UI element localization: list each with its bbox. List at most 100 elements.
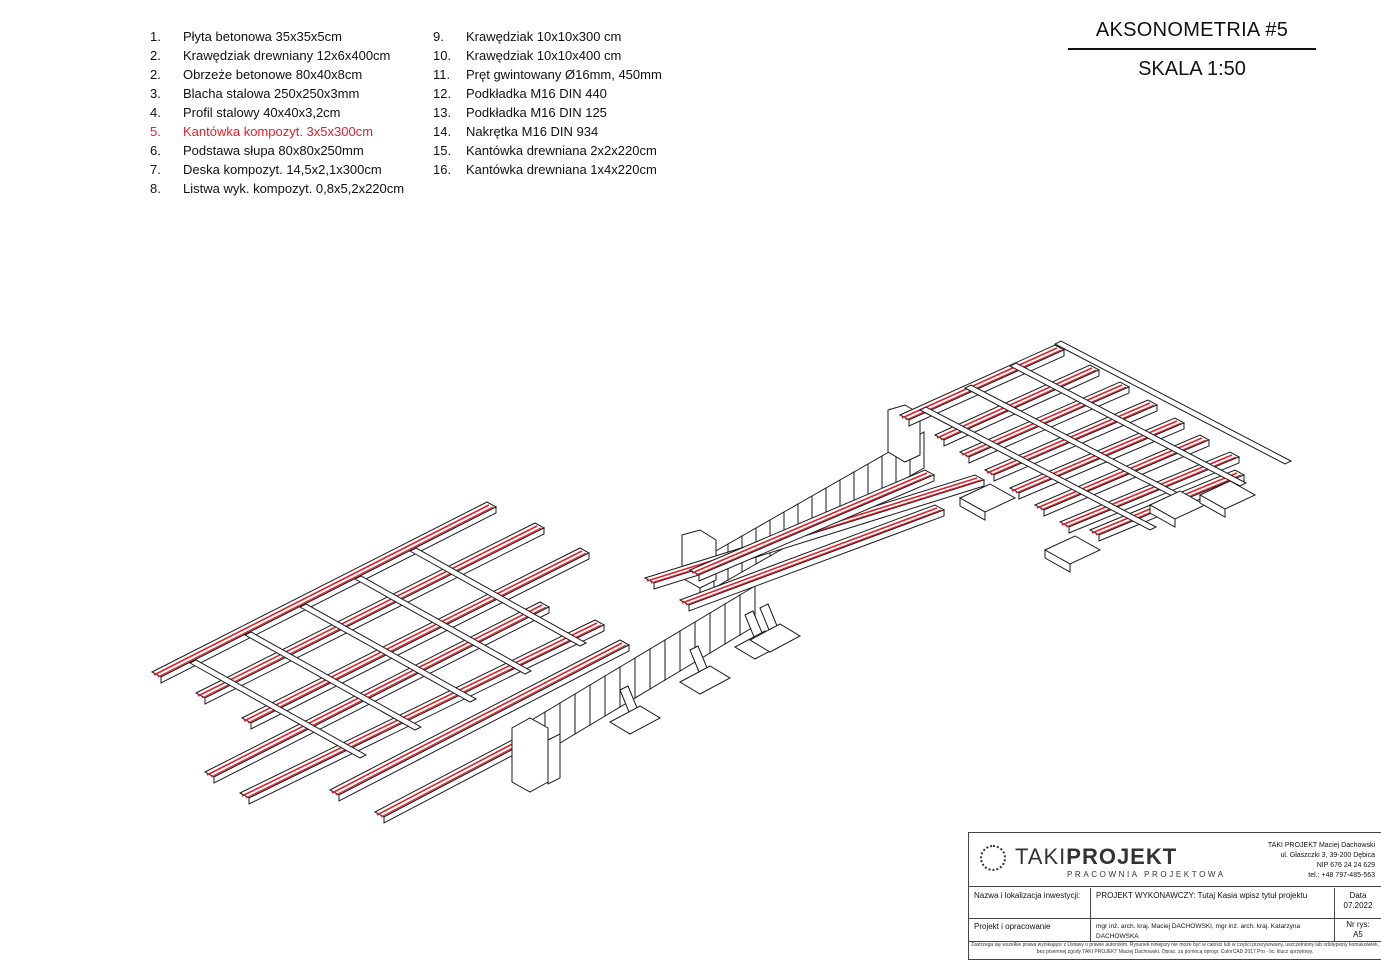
left-deck-board-0-red-edge	[153, 504, 490, 676]
wall-end-post	[511, 717, 549, 793]
date-cell: Data 07.2022	[1335, 888, 1381, 918]
wall-block-8	[634, 648, 651, 699]
legend-number: 5.	[150, 124, 161, 139]
office-address: ul. Głaszczki 3, 39-200 Dębica	[1280, 852, 1375, 859]
right-deck-joist-3	[1053, 340, 1293, 465]
walkway-board-2-red-edge-2	[695, 474, 932, 576]
bracket-base-plate-0	[608, 705, 662, 735]
stamp-header: TAKIPROJEKT PRACOWNIA PROJEKTOWA TAKI PR…	[969, 833, 1381, 887]
stamp-row-project: Nazwa i lokalizacja inwestycji: PROJEKT …	[969, 888, 1381, 919]
wall-block-13	[709, 603, 726, 654]
left-deck-joist-0	[188, 659, 368, 759]
footing-side-1	[1149, 504, 1176, 528]
legend-text: Deska kompozyt. 14,5x2,1x300cm	[183, 162, 382, 177]
legend-item: 11.Pręt gwintowany Ø16mm, 450mm	[433, 65, 662, 84]
logo-subtitle: PRACOWNIA PROJEKTOWA	[1067, 870, 1226, 879]
legend-item: 13. Podkładka M16 DIN 125	[433, 103, 662, 122]
legend-number: 13.	[433, 105, 452, 120]
date-value: 07.2022	[1343, 901, 1373, 910]
left-deck-board-0-red-edge-2	[157, 506, 494, 678]
walkway-board-1-red-edge	[681, 507, 938, 604]
right-deck-board-5-side	[1043, 439, 1210, 517]
office-name: TAKI PROJEKT Maciej Dachowski	[1267, 842, 1375, 849]
wall-end-post-side	[547, 733, 561, 785]
office-nip: NIP 676 24 24 629	[1316, 862, 1375, 869]
logo-text-light: TAKI	[1015, 844, 1067, 869]
sheet-cell: Nr rys: A5	[1335, 919, 1381, 941]
right-deck-joist-0	[918, 406, 1158, 531]
legend-item: 4.Profil stalowy 40x40x3,2cm	[150, 103, 404, 122]
left-deck-board-1-red-edge-2	[201, 527, 542, 699]
left-deck-board-4-side	[248, 624, 605, 805]
wall-block-4	[574, 684, 591, 735]
legend-item: 14.Nakrętka M16 DIN 934	[433, 122, 662, 141]
legend-item: 10.Krawędziak 10x10x400 cm	[433, 46, 662, 65]
legend-number: 14.	[433, 124, 452, 139]
legend-number: 16.	[433, 162, 452, 177]
drawing-title-block: AKSONOMETRIA #5 SKALA 1:50	[1068, 16, 1316, 82]
legend-number: 15.	[433, 143, 452, 158]
wall-block-10	[664, 630, 681, 681]
wall-block-11	[679, 621, 696, 672]
right-deck-board-0-red-edge	[901, 347, 1058, 419]
drawing-scale: SKALA 1:50	[1138, 58, 1246, 80]
stamp-row-design: Projekt i opracowanie mgr inż. arch. kra…	[969, 919, 1381, 942]
walkway-board-2-side	[698, 474, 935, 582]
legend-item: 15. Kantówka drewniana 2x2x220cm	[433, 141, 662, 160]
legend-text: Blacha stalowa 250x250x3mm	[183, 86, 360, 101]
project-title: PROJEKT WYKONAWCZY: Tutaj Kasia wpisz ty…	[1091, 888, 1335, 918]
bracket-base-plate-1	[678, 665, 732, 695]
legend-number: 2.	[150, 67, 161, 82]
footing-side-2	[959, 497, 986, 521]
right-deck-board-0-red-edge-2	[905, 349, 1062, 421]
legend-text: Profil stalowy 40x40x3,2cm	[183, 105, 341, 120]
legend-item: 6.Podstawa słupa 80x80x250mm	[150, 141, 404, 160]
walkway-board-1-side	[688, 509, 945, 612]
investment-label: Nazwa i lokalizacja inwestycji:	[969, 888, 1091, 918]
wall-block-9	[649, 639, 666, 690]
right-deck-joist-2	[1008, 362, 1248, 487]
wall-block-14	[724, 594, 741, 645]
legend-number: 2.	[150, 48, 161, 63]
legend-number: 12.	[433, 86, 452, 101]
walkway-board-1-red-edge-2	[685, 509, 942, 606]
legend-text: Kantówka drewniana 2x2x220cm	[466, 143, 657, 158]
legend-text: Kantówka kompozyt. 3x5x300cm	[183, 124, 374, 139]
office-info: TAKI PROJEKT Maciej Dachowski ul. Głaszc…	[1268, 841, 1375, 881]
left-deck-board-5-red-edge	[331, 642, 623, 794]
logo-text-bold: PROJEKT	[1066, 844, 1178, 869]
legend-text: Krawędziak 10x10x400 cm	[466, 48, 622, 63]
office-tel: tel.: +48 797-485-563	[1308, 872, 1375, 879]
left-deck-joist-3	[353, 575, 533, 675]
legend-number: 6.	[150, 143, 161, 158]
legend-text: Podkładka M16 DIN 440	[466, 86, 607, 101]
title-divider	[1068, 48, 1316, 50]
left-deck-board-2-red-edge	[243, 550, 583, 722]
design-label: Projekt i opracowanie	[969, 919, 1091, 941]
logo-ring-icon	[980, 845, 1006, 871]
company-logo: TAKIPROJEKT	[1015, 846, 1177, 868]
bracket-base-plate-3	[748, 623, 802, 653]
footing-side-3	[1199, 494, 1226, 518]
legend-text: Kantówka drewniana 1x4x220cm	[466, 162, 657, 177]
legend-number: 3.	[150, 86, 161, 101]
left-deck-joist-1	[243, 631, 423, 731]
left-deck-joist-4	[408, 547, 588, 647]
legend-text: Podkładka M16 DIN 125	[466, 105, 607, 120]
designers: mgr inż. arch. kraj. Maciej DACHOWSKI, m…	[1091, 919, 1335, 941]
legend-text: Płyta betonowa 35x35x5cm	[183, 29, 342, 44]
sheet-label: Nr rys:	[1346, 920, 1370, 929]
title-stamp: TAKIPROJEKT PRACOWNIA PROJEKTOWA TAKI PR…	[968, 832, 1381, 960]
left-deck-joist-2	[298, 603, 478, 703]
left-deck-board-1-red-edge	[197, 525, 538, 697]
legend-text: Listwa wyk. kompozyt. 0,8x5,2x220cm	[183, 181, 405, 196]
date-label: Data	[1349, 891, 1367, 900]
legend-item: 12. Podkładka M16 DIN 440	[433, 84, 662, 103]
drawing-title: AKSONOMETRIA #5	[1095, 19, 1289, 41]
legend-text: Pręt gwintowany Ø16mm, 450mm	[466, 67, 662, 82]
left-deck-board-3-red-edge	[206, 604, 543, 776]
legend-item: 7.Deska kompozyt. 14,5x2,1x300cm	[150, 160, 404, 179]
legend-text: Krawędziak 10x10x300 cm	[466, 29, 622, 44]
wall-block-6	[604, 666, 621, 717]
left-deck-board-5-side	[338, 644, 630, 802]
